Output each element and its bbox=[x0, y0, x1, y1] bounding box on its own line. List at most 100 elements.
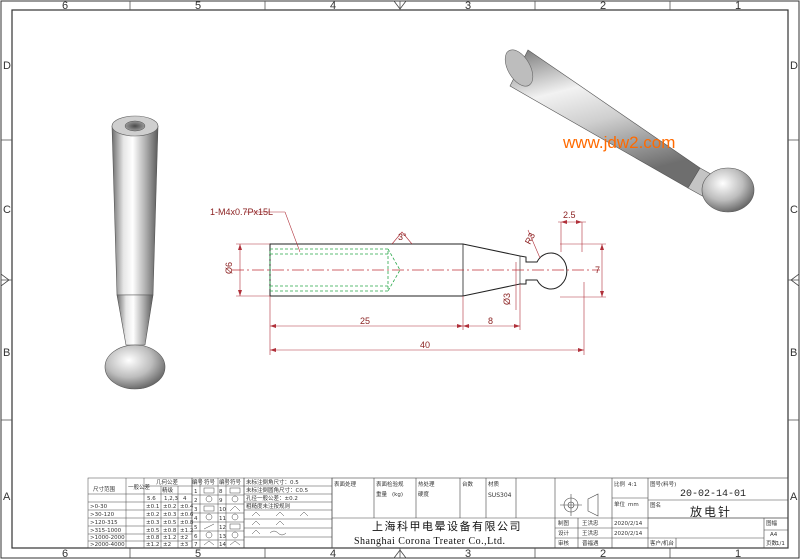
company-name-en: Shanghai Corona Treater Co.,Ltd. bbox=[354, 536, 506, 547]
dim-angle: 3° bbox=[398, 232, 407, 242]
note-line-1: 未标注倒角尺寸：0.5 bbox=[246, 478, 299, 486]
tol-c-0: ±0.4 bbox=[180, 504, 194, 510]
tb-page-value: 1/1 bbox=[776, 541, 785, 547]
tb-name-draw: 王洪忠 bbox=[582, 519, 599, 527]
sym-num-2: 2 bbox=[194, 498, 198, 504]
tol-b-0: ±0.2 bbox=[163, 504, 176, 510]
sym-num-7: 7 bbox=[194, 542, 198, 548]
dim-body-diameter: Ø6 bbox=[224, 262, 234, 274]
tol-a-5: ±1.2 bbox=[146, 542, 159, 548]
notes-text: 未标注倒角尺寸：0.5 未标注倒圆角尺寸：C0.5 孔径一般公差：±0.2 粗糙… bbox=[246, 478, 309, 510]
sym-num-8: 8 bbox=[219, 489, 223, 495]
zone-col-2-bottom: 2 bbox=[600, 548, 606, 559]
thread-callout: 1-M4x0.7Px15L bbox=[210, 207, 273, 217]
zone-col-1-top: 1 bbox=[735, 0, 741, 12]
dim-radius: R3 bbox=[523, 231, 537, 246]
iso-view-diagonal bbox=[504, 49, 755, 213]
sym-num-11: 11 bbox=[219, 516, 226, 522]
sym-header-c: 编号 bbox=[219, 478, 231, 486]
tol-geo-header: 几何公差 bbox=[156, 478, 179, 486]
tb-weight-label: 重量 bbox=[376, 490, 388, 498]
zone-row-a-right: A bbox=[790, 491, 798, 503]
tol-range-3: >315-1000 bbox=[90, 528, 122, 534]
center-mark-bottom-icon bbox=[393, 549, 407, 559]
zone-col-4-bottom: 4 bbox=[330, 548, 336, 559]
tol-b-5: ±2 bbox=[163, 542, 171, 548]
notes-block bbox=[243, 477, 333, 549]
iso-view-vertical bbox=[104, 115, 166, 390]
dim-ball-diameter: 7 bbox=[595, 265, 600, 275]
dim-length-total: 40 bbox=[420, 340, 430, 350]
symbols-table bbox=[191, 477, 245, 549]
center-mark-top-icon bbox=[393, 0, 407, 10]
tolerance-table-text: 尺寸范围 一般公差 几何公差 精级 5.6 1,2,3 4 >0-30 ±0.1… bbox=[90, 478, 194, 548]
sym-header-b: 符号 bbox=[204, 478, 216, 486]
zone-col-2-top: 2 bbox=[600, 0, 606, 12]
watermark: www.jdw2.com bbox=[562, 133, 675, 152]
dim-length-taper: 8 bbox=[488, 316, 493, 326]
sym-num-13: 13 bbox=[219, 534, 226, 540]
symbols-table-text: 编号 符号 编号 符号 1 2 3 4 5 6 7 8 9 10 11 12 1… bbox=[192, 478, 242, 548]
tol-a-0: ±0.1 bbox=[146, 504, 159, 510]
zone-col-3-top: 3 bbox=[465, 0, 471, 12]
tol-a-4: ±0.8 bbox=[146, 535, 160, 541]
tb-material-label: 材质 bbox=[488, 480, 500, 488]
tb-name-check: 晋福遇 bbox=[582, 539, 599, 547]
zone-col-5-bottom: 5 bbox=[195, 548, 201, 559]
tol-c-3: ±1.2 bbox=[180, 528, 193, 534]
tol-c-4: ±2 bbox=[180, 535, 188, 541]
sym-header-a: 编号 bbox=[192, 478, 204, 486]
tb-date-draw: 2020/2/14 bbox=[614, 521, 643, 527]
tb-scale-label: 比例 bbox=[614, 480, 626, 488]
sym-num-1: 1 bbox=[194, 489, 198, 495]
zone-col-5-top: 5 bbox=[195, 0, 201, 12]
tb-date-design: 2020/2/14 bbox=[614, 531, 643, 537]
tb-name-design: 王洪忠 bbox=[582, 529, 599, 537]
tol-range-5: >2000-4000 bbox=[90, 542, 125, 548]
tb-unit-label: 单位 bbox=[614, 500, 626, 508]
tb-customer-label: 客户/机台 bbox=[650, 539, 674, 547]
tol-b-1: ±0.3 bbox=[163, 512, 177, 518]
tb-heat-label: 热处理 bbox=[418, 480, 435, 488]
dimensions bbox=[236, 211, 606, 355]
tol-range-4: >1000-2000 bbox=[90, 535, 125, 541]
zone-row-d-left: D bbox=[3, 60, 11, 72]
tb-material-value: SUS304 bbox=[488, 492, 512, 499]
center-mark-left-icon bbox=[0, 273, 10, 287]
tb-surface-label: 表面处理 bbox=[334, 480, 357, 488]
sym-num-12: 12 bbox=[219, 525, 226, 531]
note-line-4: 粗糙度未注按规则 bbox=[246, 502, 290, 510]
zone-col-3-bottom: 3 bbox=[465, 548, 471, 559]
tol-general-header: 一般公差 bbox=[128, 483, 151, 491]
tb-qty-label: 台数 bbox=[462, 480, 474, 488]
tb-scale-value: 4:1 bbox=[628, 482, 637, 488]
zone-row-c-left: C bbox=[3, 204, 11, 216]
note-line-3: 孔径一般公差：±0.2 bbox=[246, 494, 298, 502]
dim-length-body: 25 bbox=[360, 316, 370, 326]
tb-role-design: 设计 bbox=[558, 529, 570, 537]
zone-row-b-left: B bbox=[3, 347, 10, 359]
zone-labels: 6 5 4 3 2 1 6 5 4 3 2 1 D C B A D C B A bbox=[3, 0, 798, 559]
tb-role-check: 审核 bbox=[558, 539, 570, 547]
zone-col-4-top: 4 bbox=[330, 0, 336, 12]
sym-num-9: 9 bbox=[219, 498, 223, 504]
zone-col-6-bottom: 6 bbox=[62, 548, 68, 559]
zone-row-c-right: C bbox=[790, 204, 798, 216]
tol-a-3: ±0.5 bbox=[146, 528, 160, 534]
zone-col-1-bottom: 1 bbox=[735, 548, 741, 559]
sym-header-d: 符号 bbox=[230, 478, 242, 486]
tb-part-name: 放电针 bbox=[690, 504, 732, 519]
tol-c-2: ±0.8 bbox=[180, 520, 194, 526]
title-block-text: 表面处理 表面检验规 重量 (kg) 热处理 硬度 台数 材质 SUS304 上… bbox=[334, 480, 785, 547]
tol-a-1: ±0.2 bbox=[146, 512, 159, 518]
tb-page-label: 页数 bbox=[766, 539, 778, 547]
tol-range-1: >30-120 bbox=[90, 512, 115, 518]
sym-num-5: 5 bbox=[194, 525, 198, 531]
tb-drawing-no-label: 图号(料号) bbox=[650, 480, 676, 488]
tol-grade-col-c: 4 bbox=[183, 496, 187, 502]
tol-grade-col-b: 1,2,3 bbox=[164, 496, 178, 502]
tol-range-0: >0-30 bbox=[90, 504, 108, 510]
tb-sheet-value: A4 bbox=[770, 532, 778, 538]
tb-role-draw: 制图 bbox=[558, 519, 570, 527]
